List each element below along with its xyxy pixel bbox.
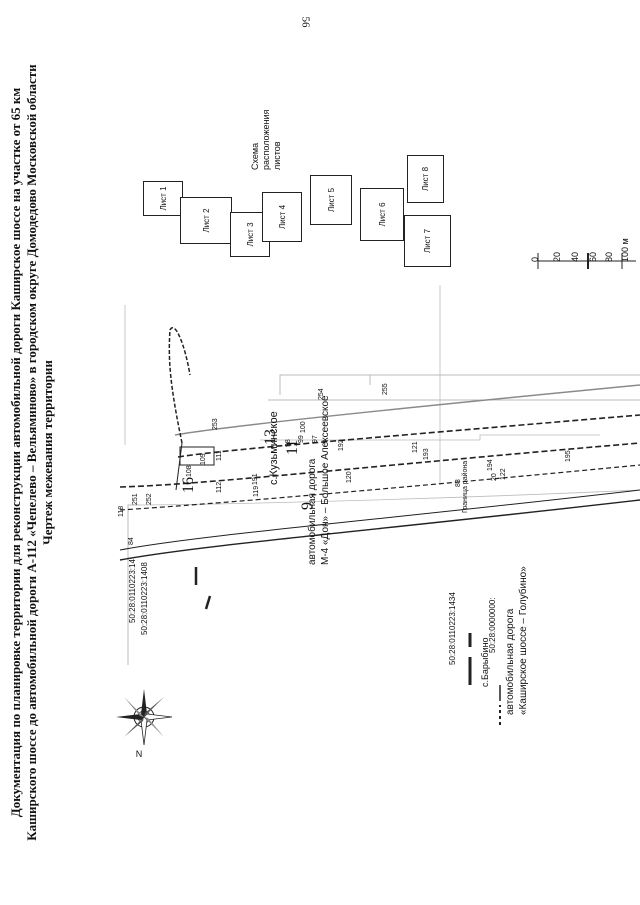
- point-109: 109: [200, 453, 207, 465]
- point-84: 84: [128, 537, 135, 545]
- point-99: 99: [298, 435, 305, 443]
- loop-road: [168, 327, 191, 444]
- scale-tick-label-40: 40: [570, 251, 580, 262]
- boundary-dashed-2: [119, 442, 640, 488]
- road-kashirskoe-line-2: «Каширское шоссе – Голубино»: [518, 566, 529, 715]
- scale-tick-label-80: 80: [604, 251, 614, 262]
- compass-north-label: N: [135, 748, 143, 759]
- point-121: 121: [412, 441, 419, 453]
- point-108: 108: [186, 465, 193, 477]
- boundary-dashed-3: [177, 414, 640, 458]
- scale-tick-label-0: 0: [530, 256, 540, 262]
- point-192: 192: [338, 439, 345, 451]
- cadastral-14: 50:28:0110223:14: [128, 559, 137, 623]
- scale-tick-label-20: 20: [552, 251, 562, 262]
- sheet-8[interactable]: Лист 8: [407, 155, 444, 203]
- border-label: Граница района: [462, 460, 469, 513]
- road-edge-line: [260, 434, 600, 441]
- sheet-5[interactable]: Лист 5: [310, 175, 352, 225]
- sheet-1[interactable]: Лист 1: [143, 181, 183, 216]
- point-194: 194: [487, 459, 494, 471]
- sheet-2[interactable]: Лист 2: [180, 197, 232, 244]
- place-kuzminskoe: с.Кузьминское: [268, 411, 280, 485]
- point-255: 255: [382, 383, 389, 395]
- point-252: 252: [146, 493, 153, 505]
- cadastral-border: [131, 489, 640, 506]
- parcel-rect: [179, 446, 215, 466]
- point-119: 119: [253, 485, 260, 497]
- cadastral-1434: 50:28:0110223:1434: [448, 592, 457, 665]
- cadastral-0000000: 50:28:0000000:: [488, 597, 497, 653]
- boundary-dashed-1: [119, 464, 640, 511]
- scale-tick-label-60: 60: [588, 251, 598, 262]
- road-m4-edge-1: [119, 499, 640, 561]
- point-118: 118: [118, 505, 125, 517]
- scale-tick-label-100: 100 м: [620, 238, 630, 262]
- road-m4-line-2: М-4 «Дон» – Большое Алексеевское: [320, 395, 331, 565]
- map-lines: [119, 253, 640, 725]
- sheet-7[interactable]: Лист 7: [404, 215, 451, 267]
- parcel-number-13: 13: [262, 429, 279, 445]
- trench-mark-2: [204, 595, 212, 610]
- road-edge-upper: [174, 384, 640, 436]
- road-kashirskoe-line-1: автомобильная дорога: [505, 608, 516, 715]
- point-120: 120: [346, 471, 353, 483]
- parcel-number-9: 9: [299, 502, 316, 510]
- compass-rose-icon: [112, 685, 176, 749]
- point-191: 191: [252, 473, 259, 485]
- sheet-4[interactable]: Лист 4: [262, 192, 302, 242]
- point-83: 83: [455, 479, 462, 487]
- scheme-title-3: листов: [272, 141, 282, 170]
- point-253: 253: [212, 418, 219, 430]
- point-122: 122: [500, 468, 507, 480]
- point-254: 254: [318, 388, 325, 400]
- point-111: 111: [216, 450, 223, 461]
- point-97: 97: [312, 435, 319, 443]
- point-98: 98: [285, 439, 292, 447]
- road-m4-edge-2: [119, 489, 640, 551]
- cadastral-1408: 50:28:0110223:1408: [140, 562, 149, 635]
- scale-bar-ends: [537, 253, 623, 269]
- connector: [175, 442, 183, 491]
- scheme-title-2: расположения: [261, 109, 271, 170]
- plot-outline-1: [279, 374, 640, 395]
- point-251: 251: [132, 493, 139, 505]
- point-112: 112: [216, 481, 223, 493]
- parcel-number-16: 16: [180, 477, 197, 493]
- point-195: 195: [565, 450, 572, 462]
- point-20: 20: [491, 473, 498, 481]
- point-193: 193: [423, 448, 430, 460]
- sheet-6[interactable]: Лист 6: [360, 188, 404, 241]
- scheme-title-1: Схема: [250, 142, 260, 170]
- point-100: 100: [300, 421, 307, 433]
- road-m4-line-1: автомобильная дорога: [307, 458, 318, 565]
